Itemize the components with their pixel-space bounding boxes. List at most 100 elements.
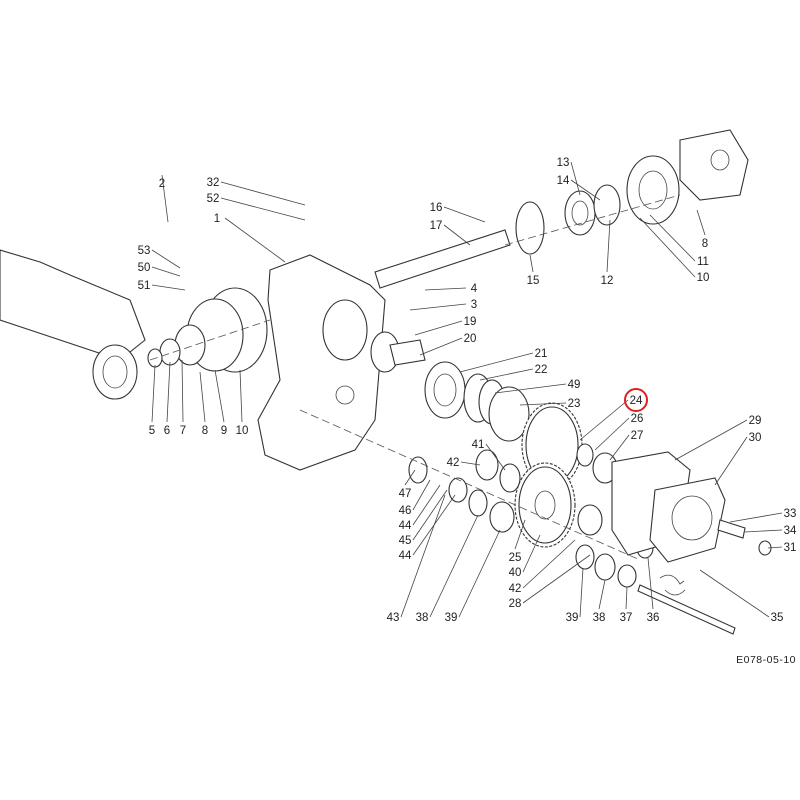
callout-23: 23 (568, 398, 581, 410)
callout-27: 27 (631, 430, 644, 442)
end-cover (649, 477, 726, 563)
leader-line (674, 419, 748, 461)
right-mount (679, 129, 749, 201)
leader-line (412, 484, 441, 526)
callout-leader-lines (151, 161, 783, 618)
callout-17: 17 (430, 220, 443, 232)
bearing-cover (626, 155, 680, 225)
leader-line (494, 383, 567, 394)
callout-10: 10 (697, 272, 710, 284)
callout-43: 43 (387, 612, 400, 624)
callout-4: 4 (471, 283, 478, 295)
callout-15: 15 (527, 275, 540, 287)
callout-39: 39 (445, 612, 458, 624)
mounting-arm (0, 249, 146, 361)
callout-46: 46 (399, 505, 412, 517)
callout-38: 38 (593, 612, 606, 624)
callout-6: 6 (164, 425, 170, 437)
leader-line (522, 534, 541, 573)
callout-33: 33 (784, 508, 797, 520)
callout-37: 37 (620, 612, 633, 624)
callout-39: 39 (566, 612, 579, 624)
leader-line (414, 320, 463, 336)
leader-line (714, 436, 748, 486)
callout-31: 31 (784, 542, 797, 554)
callout-42: 42 (509, 583, 522, 595)
leader-line (199, 371, 206, 423)
leader-line (570, 161, 581, 196)
leader-line (696, 209, 706, 236)
leader-line (458, 529, 501, 618)
leader-line (609, 434, 630, 461)
leader-line (151, 364, 156, 423)
leader-line (579, 399, 629, 441)
leader-line (519, 402, 567, 406)
callout-44: 44 (399, 550, 412, 562)
gearbox-parts (0, 129, 772, 635)
leader-line (400, 494, 446, 618)
leader-line (460, 461, 481, 466)
callout-32: 32 (207, 177, 220, 189)
arm-bore (92, 344, 138, 400)
leader-line (419, 337, 463, 356)
callout-38: 38 (416, 612, 429, 624)
leader-line (151, 284, 186, 291)
leader-line (220, 197, 306, 221)
callout-44: 44 (399, 520, 412, 532)
leader-line (151, 249, 181, 269)
callout-8: 8 (202, 425, 208, 437)
callout-14: 14 (557, 175, 570, 187)
callout-42: 42 (447, 457, 460, 469)
leader-line (606, 219, 611, 273)
callout-50: 50 (138, 262, 151, 274)
leader-line (514, 519, 526, 550)
leader-line (166, 361, 171, 423)
leader-line (181, 359, 184, 423)
leader-line (625, 586, 628, 610)
leader-line (151, 266, 181, 277)
leader-line (744, 529, 783, 533)
leader-line (699, 569, 770, 618)
highlight-circle (624, 388, 648, 412)
callout-19: 19 (464, 316, 477, 328)
callout-5: 5 (149, 425, 155, 437)
callout-11: 11 (697, 256, 709, 268)
leader-line (594, 417, 630, 451)
callout-52: 52 (207, 193, 220, 205)
leader-line (529, 254, 534, 273)
output-shaft (637, 584, 736, 635)
callout-21: 21 (535, 348, 548, 360)
leader-line (404, 469, 416, 486)
callout-16: 16 (430, 202, 443, 214)
leader-line (579, 567, 584, 618)
bevel-gear (515, 201, 545, 255)
leader-line (214, 369, 225, 423)
leader-line (409, 303, 467, 311)
shaft (374, 229, 511, 289)
callout-7: 7 (180, 425, 186, 437)
callout-47: 47 (399, 488, 412, 500)
callout-35: 35 (771, 612, 784, 624)
leader-line (570, 179, 601, 201)
leader-line (220, 181, 306, 206)
leader-line (459, 352, 534, 373)
callout-51: 51 (138, 280, 151, 292)
callout-20: 20 (464, 333, 477, 345)
leader-line (412, 479, 431, 511)
callout-8: 8 (702, 238, 708, 250)
leader-line (485, 443, 506, 471)
drawing-code: E078-05-10 (736, 654, 796, 666)
leader-line (161, 174, 169, 223)
callout-40: 40 (509, 567, 522, 579)
callout-36: 36 (647, 612, 660, 624)
leader-line (224, 217, 286, 263)
leader-line (412, 489, 448, 541)
callout-24: 24 (630, 395, 643, 407)
callout-2: 2 (159, 178, 165, 190)
leader-line (522, 539, 576, 589)
leader-line (239, 369, 243, 423)
callout-13: 13 (557, 157, 570, 169)
